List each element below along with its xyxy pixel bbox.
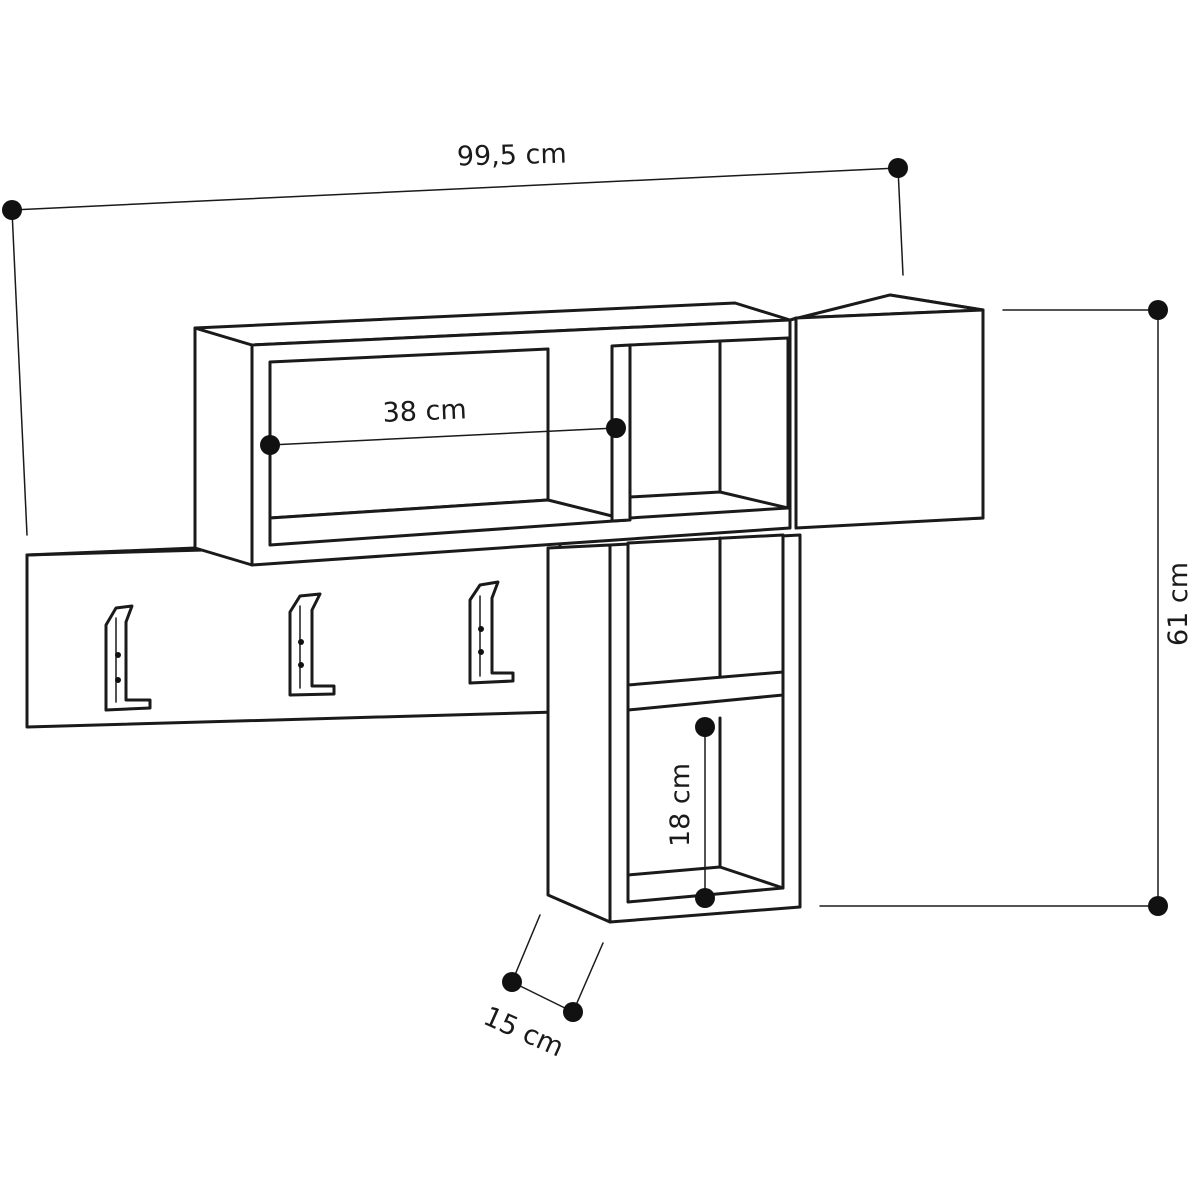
dimension-dot: [1148, 300, 1168, 320]
dimension-total-height: 61 cm: [819, 300, 1194, 916]
label-total-height: 61 cm: [1163, 562, 1194, 646]
coat-hook-1: [104, 604, 152, 712]
label-total-width: 99,5 cm: [456, 139, 567, 173]
dimension-depth: 15 cm: [479, 914, 604, 1064]
coat-hook-2: [288, 592, 336, 697]
dimension-dot: [1148, 896, 1168, 916]
upper-cabinet: [193, 301, 792, 567]
right-cabinet-box: [788, 293, 985, 530]
label-cube-height: 18 cm: [665, 763, 696, 847]
dimension-dot: [2, 200, 22, 220]
vertical-column: [546, 533, 802, 924]
dimension-cube-height: 18 cm: [665, 717, 715, 908]
dimension-dot: [260, 435, 280, 455]
dimension-dot: [888, 158, 908, 178]
label-depth: 15 cm: [479, 1001, 568, 1064]
dimension-dot: [695, 888, 715, 908]
dimension-total-width: 99,5 cm: [2, 139, 908, 536]
coat-hook-3: [468, 580, 515, 685]
dimension-dot: [606, 418, 626, 438]
dimension-dot: [502, 972, 522, 992]
label-inner-width: 38 cm: [382, 394, 467, 429]
dimension-dot: [695, 717, 715, 737]
dimension-dot: [563, 1002, 583, 1022]
dimension-inner-width: 38 cm: [260, 394, 626, 455]
